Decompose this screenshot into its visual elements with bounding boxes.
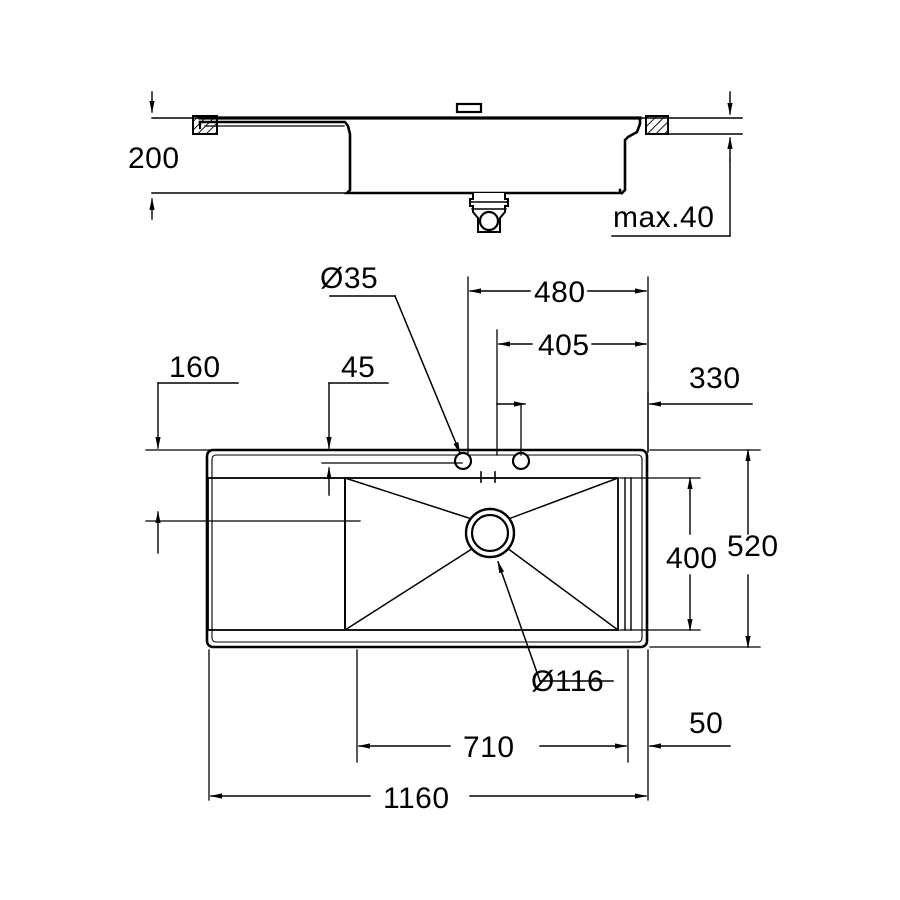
sink-bowl-profile-left bbox=[198, 120, 622, 195]
label-405: 405 bbox=[538, 329, 590, 362]
dimension-160 bbox=[145, 382, 361, 554]
label-520: 520 bbox=[727, 530, 779, 563]
countertop-hatch-left bbox=[192, 115, 218, 135]
sink-inner-rim-offset bbox=[211, 454, 643, 643]
label-1160: 1160 bbox=[383, 782, 450, 815]
dimension-1160 bbox=[208, 649, 647, 801]
dimension-50 bbox=[647, 649, 731, 801]
label-330: 330 bbox=[689, 362, 741, 395]
tap-hole-primary bbox=[453, 451, 473, 471]
dimension-520 bbox=[649, 449, 761, 648]
label-480: 480 bbox=[534, 276, 586, 309]
dimension-400 bbox=[619, 477, 701, 631]
label-diameter-116: Ø116 bbox=[531, 665, 604, 698]
countertop-hatch-right bbox=[645, 115, 669, 135]
drain-assembly-section bbox=[469, 192, 509, 233]
leader-diameter-35 bbox=[329, 295, 461, 454]
dimension-45 bbox=[321, 382, 463, 496]
drainer-board-area bbox=[207, 477, 346, 631]
drain-hole bbox=[464, 507, 516, 559]
top-plan-view bbox=[145, 276, 761, 801]
label-400: 400 bbox=[666, 542, 718, 575]
label-diameter-35: Ø35 bbox=[320, 262, 378, 295]
dimension-labels: 200 max.40 160 45 Ø35 480 405 330 400 52… bbox=[128, 142, 779, 815]
basin-slope-lines bbox=[343, 477, 620, 632]
label-200: 200 bbox=[128, 142, 180, 175]
dimension-330 bbox=[647, 391, 753, 453]
sink-outer-rim bbox=[205, 448, 649, 649]
label-45: 45 bbox=[341, 351, 375, 384]
label-max40: max.40 bbox=[613, 201, 714, 234]
dimension-max40 bbox=[611, 91, 733, 237]
label-50: 50 bbox=[689, 707, 723, 740]
leader-diameter-116 bbox=[497, 561, 614, 682]
sink-bowl-profile-right bbox=[620, 116, 642, 195]
dimension-710 bbox=[356, 649, 629, 763]
label-160: 160 bbox=[169, 351, 221, 384]
side-section-view bbox=[149, 91, 743, 237]
rim-tab bbox=[455, 102, 483, 114]
dimension-405 bbox=[496, 329, 647, 456]
label-710: 710 bbox=[463, 731, 515, 764]
